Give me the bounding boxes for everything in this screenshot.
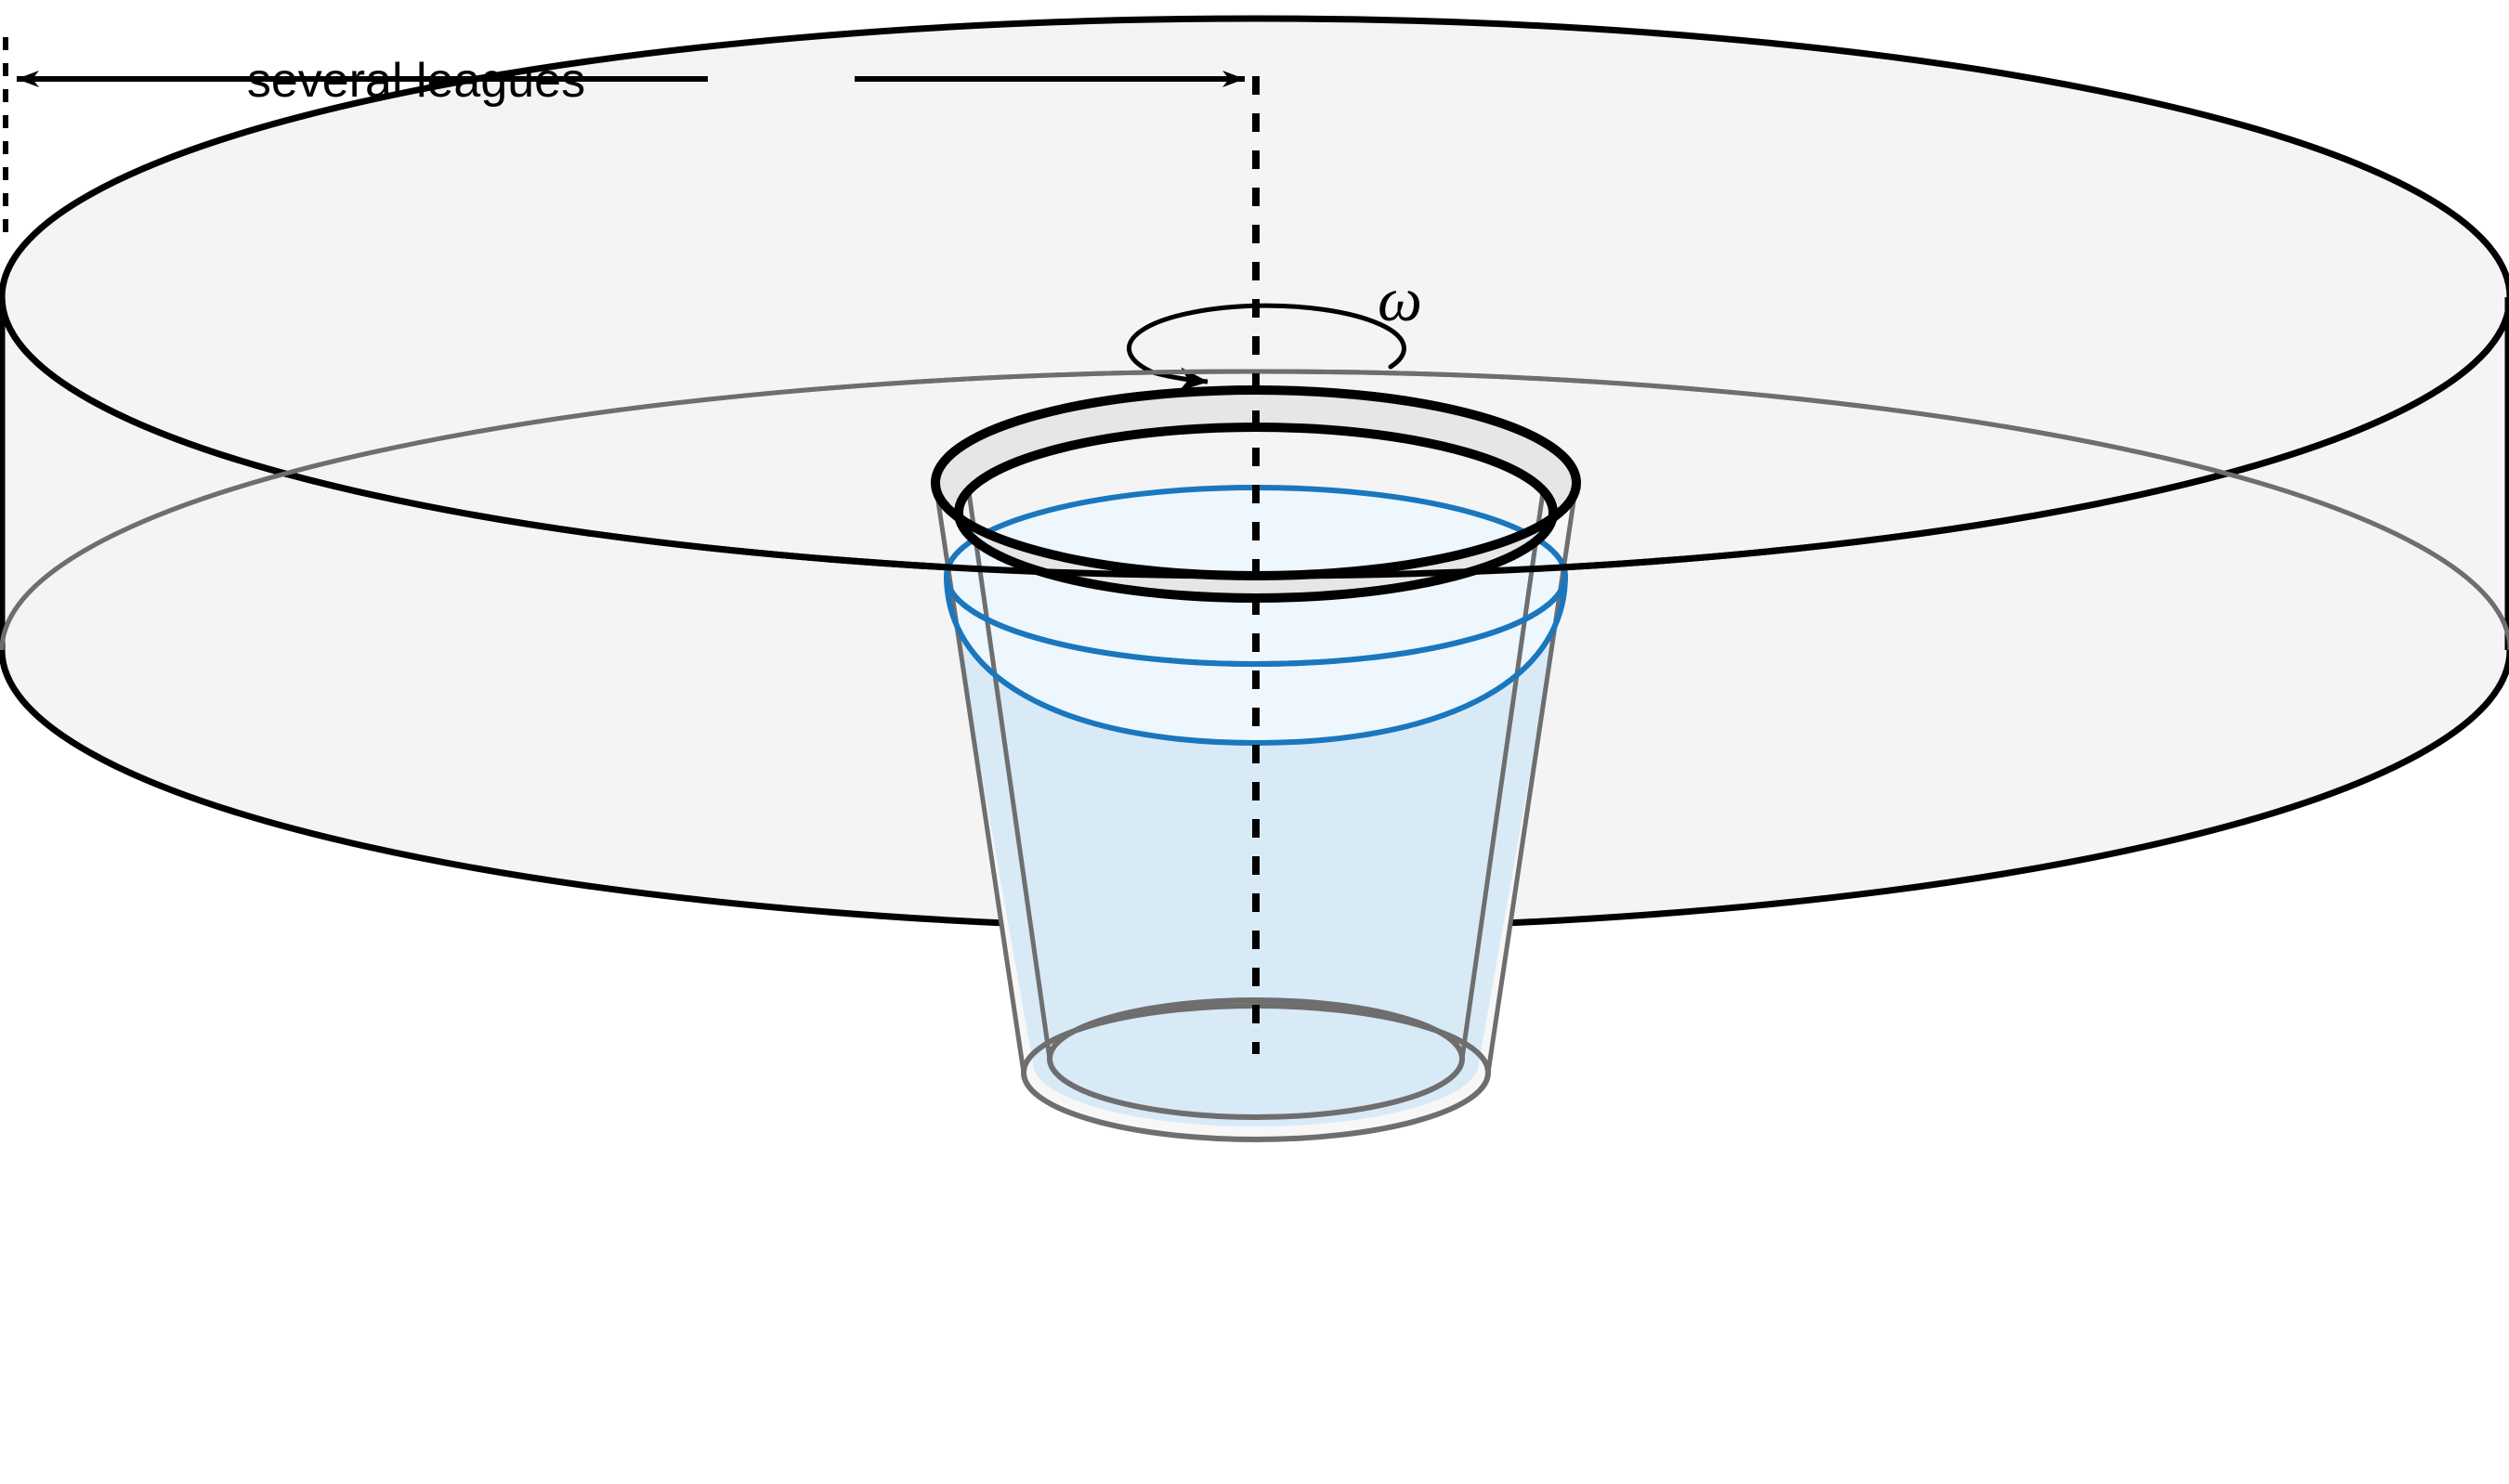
cup-wall-outer-right [1485,482,1579,1074]
water-paraboloid-dip-curve [944,575,1568,747]
rotating-cup [931,385,1581,1142]
cup-wall-outer-left [933,482,1026,1074]
tank-bottom-back-arc-overlay [0,369,2509,651]
radius-dimension: several leagues [3,37,1245,237]
water-surface-depression [947,488,1565,743]
cup-base-inner-ellipse [1047,997,1465,1120]
cup-wall-inner-right [1459,491,1546,1060]
tank-top-face [2,19,2509,576]
cup-wall-inner-left [966,491,1052,1060]
omega-label: ω [1378,264,1422,334]
radius-label: several leagues [247,54,585,108]
water-paraboloid-back-arc [944,575,1568,667]
